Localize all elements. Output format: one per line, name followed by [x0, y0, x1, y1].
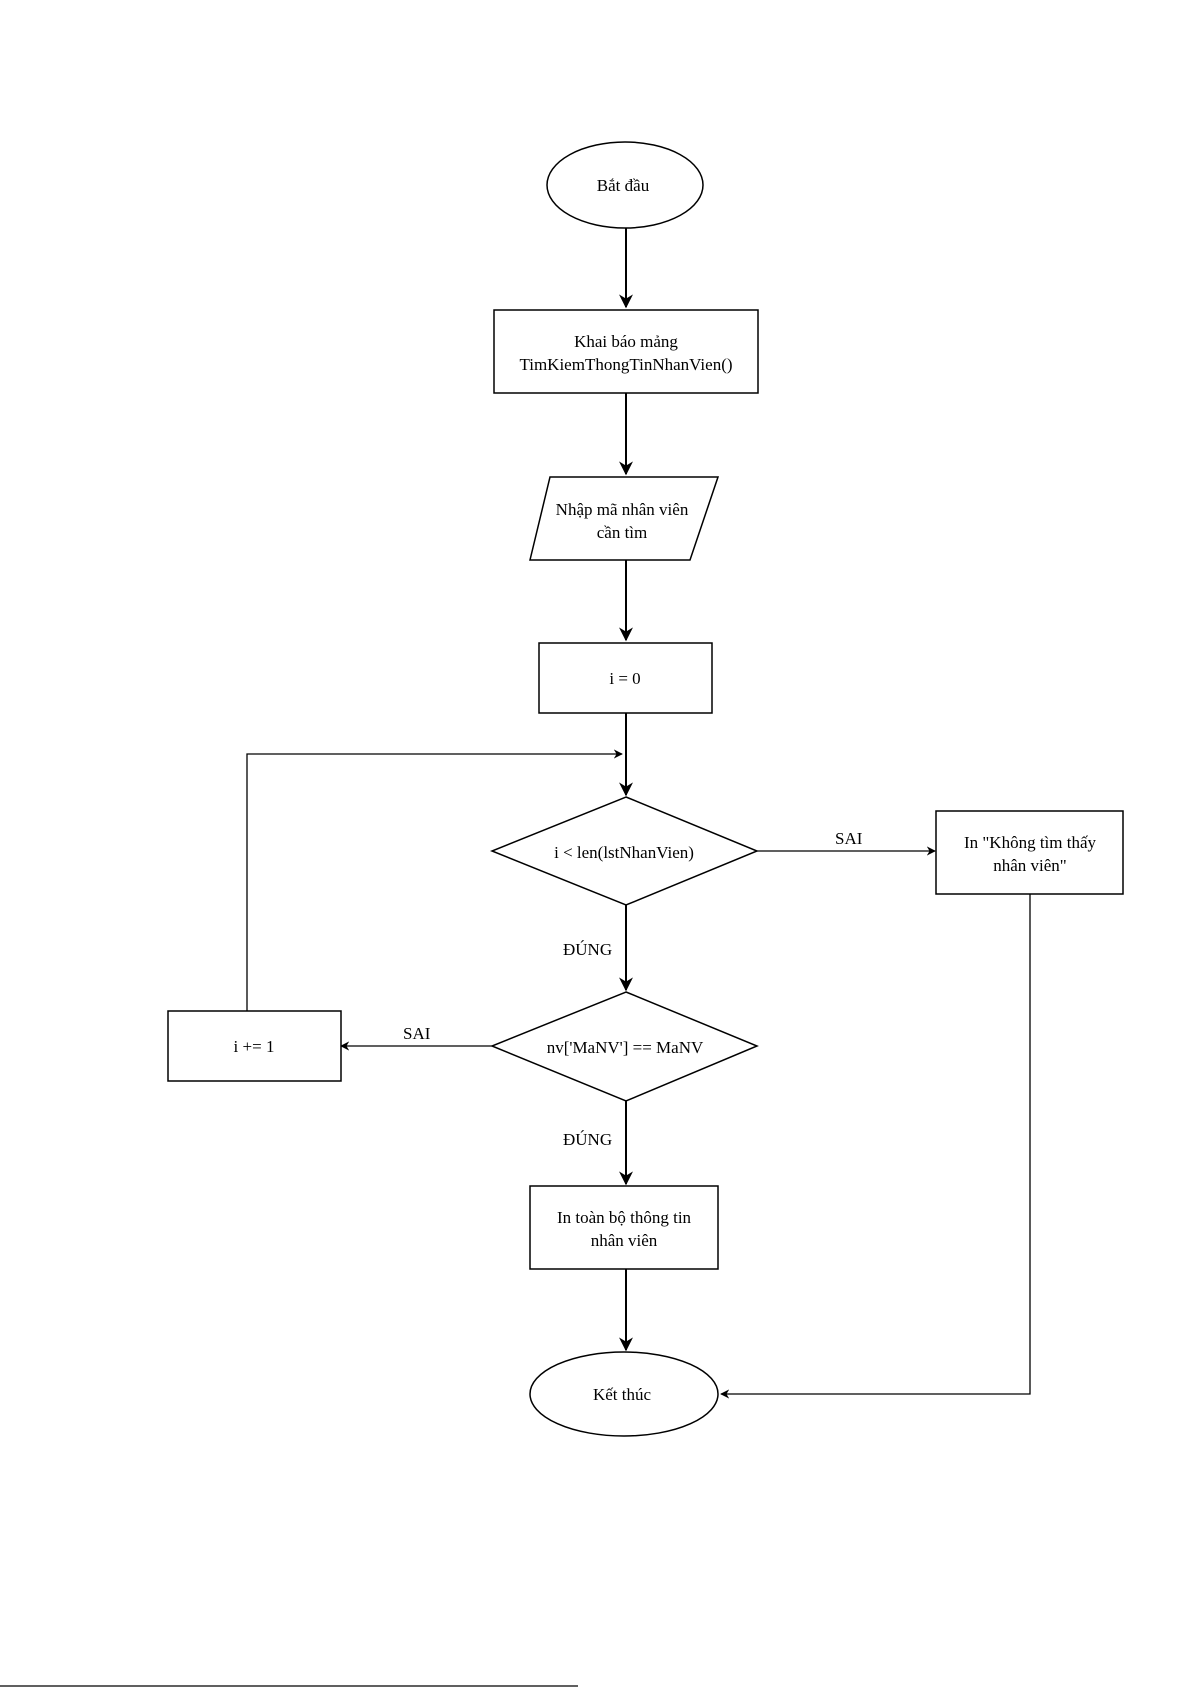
- loop-condition-label: i < len(lstNhanVien): [554, 843, 694, 862]
- match-true-label: ĐÚNG: [563, 1130, 612, 1149]
- arrow-not-found-to-end: [721, 894, 1030, 1394]
- declare-array-node: Khai báo mảng TimKiemThongTinNhanVien(): [494, 310, 758, 393]
- input-label-line1: Nhập mã nhân viên: [556, 500, 689, 519]
- start-label: Bắt đầu: [597, 176, 650, 195]
- end-label: Kết thúc: [593, 1385, 652, 1404]
- not-found-node: In "Không tìm thấy nhân viên": [936, 811, 1123, 894]
- declare-label-line1: Khai báo mảng: [574, 332, 678, 351]
- increment-counter-node: i += 1: [168, 1011, 341, 1081]
- match-condition-node: nv['MaNV'] == MaNV: [492, 992, 757, 1101]
- init-counter-node: i = 0: [539, 643, 712, 713]
- init-label: i = 0: [609, 669, 640, 688]
- input-label-line2: cần tìm: [597, 523, 648, 542]
- print-info-label-line1: In toàn bộ thông tin: [557, 1208, 692, 1227]
- loop-true-label: ĐÚNG: [563, 940, 612, 959]
- match-false-label: SAI: [403, 1024, 431, 1043]
- match-condition-label: nv['MaNV'] == MaNV: [547, 1038, 704, 1057]
- print-info-label-line2: nhân viên: [591, 1231, 658, 1250]
- print-info-node: In toàn bộ thông tin nhân viên: [530, 1186, 718, 1269]
- input-employee-id-node: Nhập mã nhân viên cần tìm: [530, 477, 718, 560]
- increment-label: i += 1: [234, 1037, 275, 1056]
- declare-label-line2: TimKiemThongTinNhanVien(): [519, 355, 732, 374]
- loop-condition-node: i < len(lstNhanVien): [492, 797, 757, 905]
- arrow-increment-loop-back: [247, 754, 622, 1011]
- not-found-label-line2: nhân viên": [993, 856, 1067, 875]
- loop-false-label: SAI: [835, 829, 863, 848]
- end-node: Kết thúc: [530, 1352, 718, 1436]
- start-node: Bắt đầu: [547, 142, 703, 228]
- not-found-label-line1: In "Không tìm thấy: [964, 833, 1097, 852]
